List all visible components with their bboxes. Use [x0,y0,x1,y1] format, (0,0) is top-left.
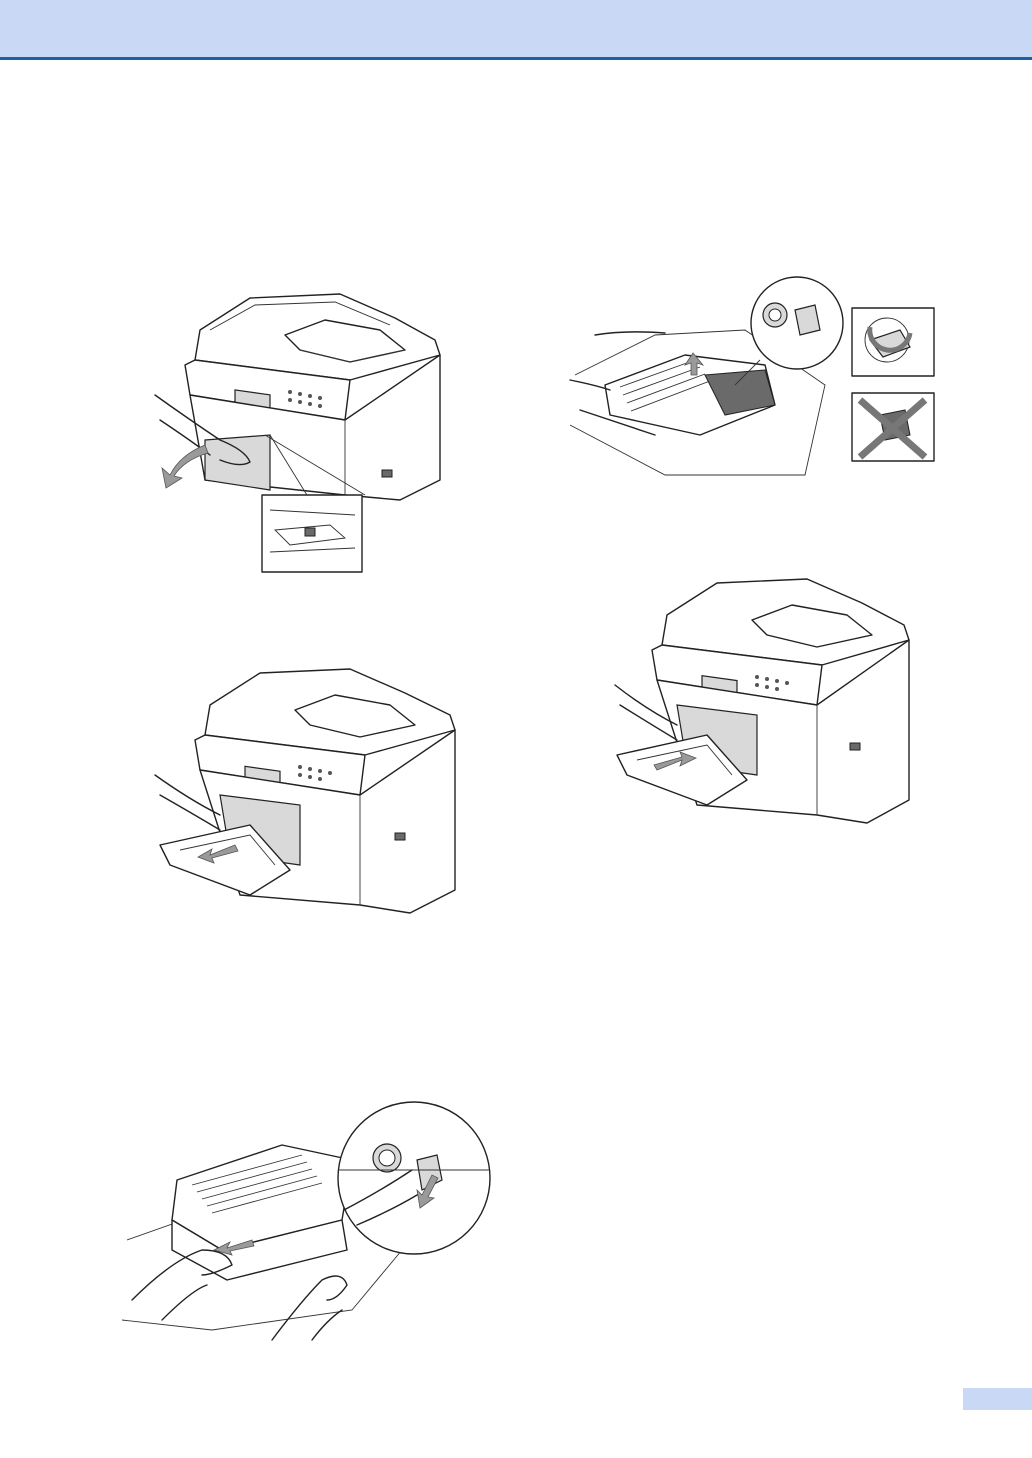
printer-drum-in-illustration [612,575,922,825]
toner-into-drum-illustration [565,275,945,485]
printer-drum-out-illustration [150,665,470,915]
header-band [0,0,1032,57]
header-rule [0,57,1032,60]
page-number-tab [963,1388,1032,1410]
drum-toner-lever-illustration [112,1100,492,1350]
printer-open-cover-illustration [150,290,450,575]
